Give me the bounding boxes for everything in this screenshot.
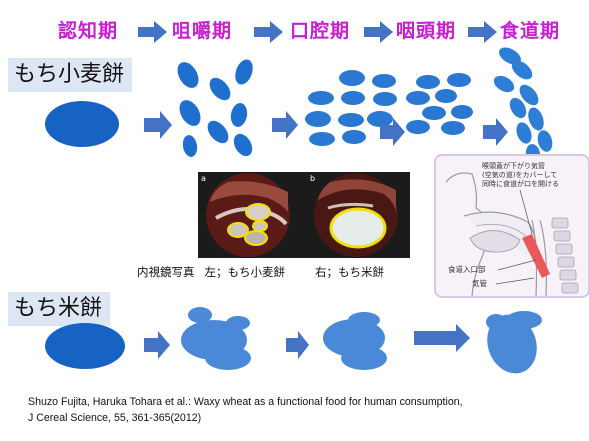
- flow-arrow-icon: [286, 331, 309, 359]
- flow-arrow-icon: [483, 118, 508, 146]
- wheat-fragments-esophageal: [493, 47, 553, 164]
- rice-bolus-esophageal: [486, 311, 542, 374]
- stage-esophageal: 食道期: [500, 20, 561, 42]
- row-label-wheat: もち小麦餅: [8, 58, 133, 92]
- photo-caption-left: 左；もち小麦餅: [204, 265, 286, 279]
- row-label-rice: もち米餅: [8, 292, 111, 326]
- stage-mastication: 咀嚼期: [172, 20, 233, 42]
- anatomy-note-line1: 喉頭蓋が下がり気管: [482, 162, 545, 170]
- photo-caption-right: 右；もち米餅: [315, 265, 384, 279]
- label-trachea: 気管: [472, 279, 487, 288]
- wheat-fragments-oral: [305, 70, 397, 146]
- panel-b-label: b: [310, 174, 316, 183]
- wheat-fragments-pharyngeal: [406, 73, 473, 135]
- photo-caption: 内視鏡写真左；もち小麦餅 右；もち米餅: [137, 264, 384, 280]
- endoscopy-image: [206, 173, 398, 257]
- flow-arrow-icon: [144, 331, 170, 359]
- flow-arrow-icon: [144, 111, 172, 139]
- wheat-fragments-chewed: [177, 59, 253, 157]
- wheat-bolus-whole: [45, 101, 119, 147]
- stage-arrow-icon: [468, 21, 497, 43]
- swallow-anatomy-figure: 喉頭蓋が下がり気管 (空気の道)をカバーして 同時に食道が口を開ける 食道入口部…: [434, 154, 589, 298]
- anatomy-note-line3: 同時に食道が口を開ける: [482, 180, 559, 188]
- anatomy-note-line2: (空気の道)をカバーして: [482, 171, 558, 179]
- rice-bolus-oral: [323, 312, 387, 370]
- label-esophagus-entrance: 食道入口部: [448, 265, 486, 274]
- flow-arrow-icon: [380, 118, 405, 146]
- anatomy-note: 喉頭蓋が下がり気管 (空気の道)をカバーして 同時に食道が口を開ける: [482, 162, 586, 189]
- stage-arrow-icon: [138, 21, 167, 43]
- citation-line1: Shuzo Fujita, Haruka Tohara et al.: Waxy…: [28, 396, 463, 408]
- citation: Shuzo Fujita, Haruka Tohara et al.: Waxy…: [28, 394, 463, 426]
- photo-caption-title: 内視鏡写真: [137, 265, 195, 279]
- rice-bolus-chewed: [181, 307, 251, 370]
- flow-arrow-icon: [414, 324, 470, 352]
- stage-arrow-icon: [364, 21, 393, 43]
- anatomy-illustration: [445, 172, 579, 296]
- stage-oral: 口腔期: [290, 20, 351, 42]
- rice-bolus-whole: [45, 323, 125, 369]
- stage-cognitive: 認知期: [58, 20, 119, 42]
- stage-pharyngeal: 咽頭期: [396, 20, 457, 42]
- flow-arrow-icon: [272, 111, 298, 139]
- citation-line2: J Cereal Science, 55, 361-365(2012): [28, 412, 202, 424]
- stage-arrow-icon: [254, 21, 283, 43]
- panel-a-label: a: [201, 174, 206, 183]
- rice-bolus-diagram: [45, 307, 542, 374]
- endoscopy-photos: a b: [198, 172, 410, 258]
- stage-header: 認知期 咀嚼期 口腔期 咽頭期 食道期: [0, 6, 589, 46]
